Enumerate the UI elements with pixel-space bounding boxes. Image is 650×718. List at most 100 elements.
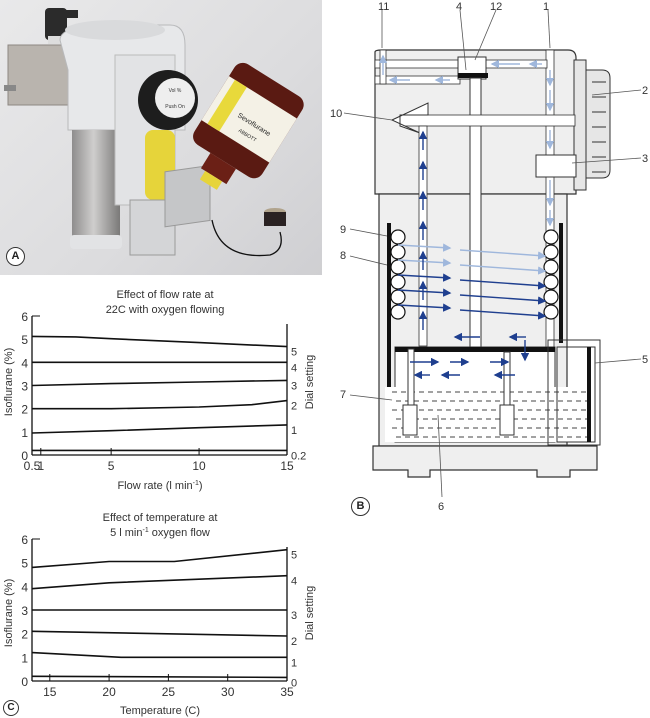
coil (390, 304, 406, 320)
series-line-2 (32, 399, 288, 410)
dial-setting-label: 1 (291, 657, 297, 669)
coil (543, 304, 559, 320)
dial-setting-label: 3 (291, 610, 297, 622)
y-tick-label: 0 (21, 449, 28, 463)
chart-temperature: Effect of temperature at 5 l min-1 oxyge… (3, 512, 316, 717)
flow-arrow (459, 279, 547, 290)
flow-arrow (459, 309, 547, 320)
top-valve-knob (45, 8, 67, 40)
y2-axis-label: Dial setting (304, 355, 316, 409)
coil (543, 229, 559, 245)
callout-1: 1 (543, 1, 549, 13)
callout-5: 5 (642, 354, 648, 366)
x-axis-label: Flow rate (l min-1) (117, 480, 202, 492)
chart-title-line2: 22C with oxygen flowing (106, 304, 225, 316)
dial-setting-label: 2 (291, 401, 297, 413)
chart-title-line2: 5 l min-1 oxygen flow (110, 527, 210, 539)
dial-setting-label: 3 (291, 380, 297, 392)
y-tick-label: 4 (21, 356, 28, 370)
valve-seat (458, 73, 488, 78)
x-tick-label: 5 (108, 459, 115, 473)
series-line-3 (31, 379, 288, 387)
series-line-1 (31, 424, 288, 434)
mounting-bracket (7, 44, 71, 106)
wick-coils-right (543, 229, 559, 320)
dial-setting-label: 0 (291, 677, 297, 689)
sump-lid (395, 347, 555, 352)
dial-setting-label: 0.2 (291, 450, 306, 462)
liquid-fill (385, 387, 605, 442)
level-window (556, 346, 596, 443)
x-tick-label: 35 (280, 685, 294, 699)
y-tick-label: 6 (21, 310, 28, 324)
y-axis-label: Isoflurane (%) (3, 579, 15, 647)
y-tick-label: 2 (21, 628, 28, 642)
dial-setting-label: 5 (291, 347, 297, 359)
flow-arrow (397, 258, 452, 267)
pressure-compensator (535, 154, 577, 178)
series-line-5 (31, 548, 288, 569)
panel-label-c: C (3, 700, 19, 716)
dial-setting-label: 2 (291, 636, 297, 648)
chart-title-line1: Effect of flow rate at (116, 289, 213, 301)
vaporizer-illustration: Vol % Push On Sevoflurane ABBOTT (4, 8, 304, 257)
vaporizer-schematic: 11 4 12 1 2 3 5 6 7 8 9 10 (330, 1, 648, 513)
y-tick-label: 6 (21, 533, 28, 547)
steel-sump (72, 130, 120, 245)
coil (390, 229, 406, 245)
flow-arrow (397, 243, 452, 252)
series-line-4 (31, 574, 288, 590)
series-line-2 (31, 630, 288, 637)
dial-setting-label: 1 (291, 425, 297, 437)
y-axis-label: Isoflurane (%) (3, 348, 15, 416)
filter-right (499, 404, 515, 436)
filter-left (402, 404, 418, 436)
y-tick-label: 0 (21, 675, 28, 689)
agent-bottle: Sevoflurane ABBOTT (193, 62, 304, 190)
coil (390, 274, 406, 290)
panel-label-b: B (351, 497, 370, 516)
x-tick-label: 25 (162, 685, 176, 699)
callout-8: 8 (340, 250, 346, 262)
coil (390, 244, 406, 260)
base (372, 445, 598, 478)
y-tick-label: 1 (21, 426, 28, 440)
flow-arrow (397, 303, 452, 312)
callout-7: 7 (340, 389, 346, 401)
series-line-5 (31, 335, 288, 348)
flow-arrow (397, 273, 452, 282)
series-line-0 (31, 675, 288, 679)
callout-2: 2 (642, 85, 648, 97)
gas-flow-arrows (378, 54, 555, 380)
callout-11: 11 (378, 1, 389, 13)
coil (543, 244, 559, 260)
dial-text-2: Push On (165, 104, 185, 110)
dial-setting-label: 4 (291, 362, 297, 374)
coil (390, 259, 406, 275)
y-tick-label: 3 (21, 380, 28, 394)
x-tick-label: 10 (192, 459, 206, 473)
callout-12: 12 (490, 1, 502, 13)
coil (543, 274, 559, 290)
y-tick-label: 1 (21, 651, 28, 665)
chart-title-line1: Effect of temperature at (103, 512, 218, 524)
bracket-pin (4, 85, 16, 91)
callout-4: 4 (456, 1, 462, 13)
y-tick-label: 2 (21, 403, 28, 417)
x-tick-label: 1 (37, 459, 44, 473)
wick-wall-left (387, 223, 391, 408)
chart-flow-rate: Effect of flow rate at 22C with oxygen f… (3, 289, 316, 492)
x-tick-label: 30 (221, 685, 235, 699)
callout-9: 9 (340, 224, 346, 236)
x-tick-label: 20 (102, 685, 116, 699)
dial-text: Vol % (169, 88, 182, 94)
y-tick-label: 5 (21, 333, 28, 347)
wick-wall-right (559, 223, 563, 343)
panel-label-a: A (6, 247, 25, 266)
coil (390, 289, 406, 305)
callout-3: 3 (642, 153, 648, 165)
y-tick-label: 3 (21, 604, 28, 618)
dial-setting-label: 4 (291, 576, 297, 588)
y2-axis-label: Dial setting (304, 586, 316, 640)
callout-6: 6 (438, 501, 444, 513)
